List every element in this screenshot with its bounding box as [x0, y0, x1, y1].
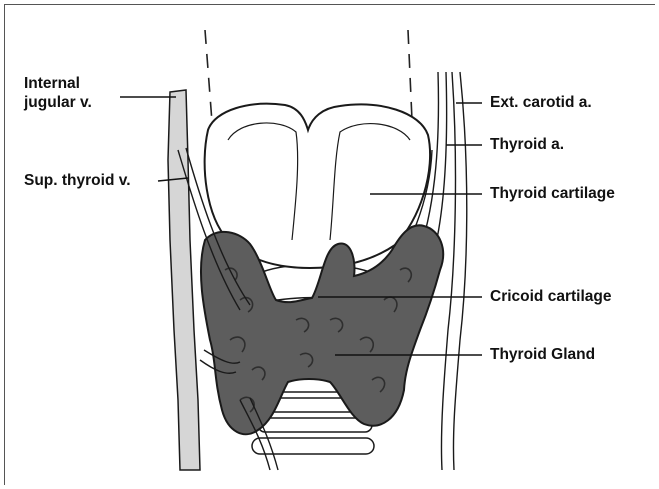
label-thyroid-cartilage: Thyroid cartilage	[490, 184, 615, 204]
label-thyroid-gland: Thyroid Gland	[490, 345, 595, 365]
label-thyroid-a: Thyroid a.	[490, 135, 564, 155]
label-sup-thyroid-v: Sup. thyroid v.	[24, 171, 131, 191]
label-internal-jugular-line1: Internal	[24, 74, 80, 94]
label-internal-jugular-line2: jugular v.	[24, 93, 92, 113]
label-cricoid-cartilage: Cricoid cartilage	[490, 287, 611, 307]
trachea-guide-right	[408, 30, 412, 120]
trachea-guide-left	[205, 30, 212, 122]
internal-jugular-vein	[168, 90, 200, 470]
label-ext-carotid: Ext. carotid a.	[490, 93, 592, 113]
